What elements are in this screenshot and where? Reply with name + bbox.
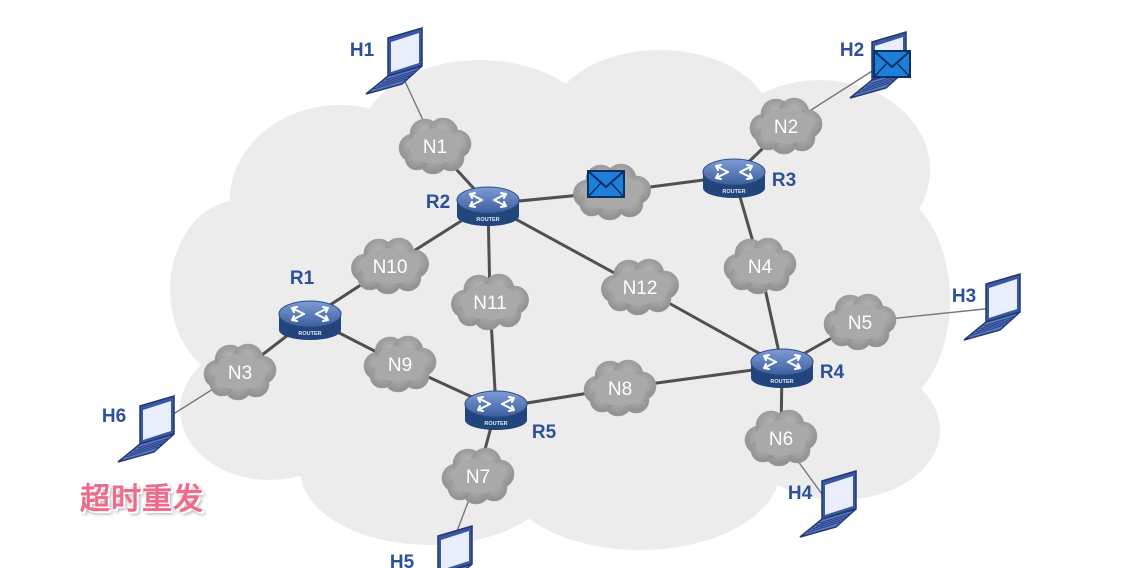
subnet-n9: N9 [363, 335, 437, 393]
subnet-label-n5: N5 [848, 313, 872, 334]
router-arrows-icon [715, 164, 753, 180]
subnet-label-n11: N11 [473, 293, 506, 314]
host-label-h3: H3 [952, 286, 976, 307]
subnet-n2: N2 [749, 97, 823, 155]
router-r5: ROUTER R5 [464, 390, 557, 443]
subnet-n10: N10 [351, 237, 429, 295]
laptop-icon [365, 26, 423, 95]
router-badge: ROUTER [298, 331, 321, 337]
subnet-label-n7: N7 [466, 467, 490, 488]
router-label-r3: R3 [772, 170, 796, 191]
envelopes-layer [587, 50, 911, 198]
subnet-label-n10: N10 [373, 257, 408, 278]
router-badge: ROUTER [722, 189, 745, 195]
subnet-label-n8: N8 [608, 379, 632, 400]
envelope-icon [587, 170, 625, 198]
router-r4: ROUTER R4 [750, 348, 845, 388]
host-h4: H4 [788, 469, 857, 538]
laptop-icon [799, 469, 857, 538]
router-label-r5: R5 [532, 422, 557, 443]
router-r2: ROUTER R2 [426, 186, 520, 226]
subnet-n7: N7 [441, 447, 515, 505]
router-label-r2: R2 [426, 192, 450, 213]
router-badge: ROUTER [476, 217, 499, 223]
router-arrows-icon [291, 306, 329, 322]
subnet-n3: N3 [203, 343, 277, 401]
host-h1: H1 [350, 26, 423, 95]
router-label-r4: R4 [820, 362, 845, 383]
subnet-label-n12: N12 [623, 278, 658, 299]
envelope-icon [873, 50, 911, 78]
host-label-h2: H2 [840, 40, 864, 61]
host-label-h4: H4 [788, 483, 813, 504]
subnet-n4: N4 [723, 237, 797, 295]
host-h6: H6 [102, 394, 175, 463]
router-r1: ROUTER R1 [278, 268, 342, 340]
subnet-n12: N12 [601, 258, 679, 316]
host-h3: H3 [952, 272, 1021, 341]
subnet-n5: N5 [823, 293, 897, 351]
subnet-n11: N11 [451, 273, 529, 331]
router-r3: ROUTER R3 [702, 158, 796, 198]
laptop-icon [963, 272, 1021, 341]
timeout-retransmit-caption: 超时重发 [80, 482, 204, 517]
subnet-label-n1: N1 [423, 137, 447, 158]
router-arrows-icon [477, 396, 515, 412]
router-arrows-icon [469, 192, 507, 208]
host-label-h5: H5 [390, 552, 415, 568]
router-label-r1: R1 [290, 268, 315, 289]
host-label-h6: H6 [102, 406, 126, 427]
subnet-label-n3: N3 [228, 363, 252, 384]
host-label-h1: H1 [350, 40, 375, 61]
subnet-label-n6: N6 [769, 429, 793, 450]
subnet-n8: N8 [583, 359, 657, 417]
subnet-label-n2: N2 [774, 117, 798, 138]
router-arrows-icon [763, 354, 801, 370]
subnet-label-n9: N9 [388, 355, 412, 376]
laptop-icon [437, 524, 473, 568]
host-h5: H5 [390, 524, 473, 568]
background-cloud [170, 50, 950, 550]
subnet-label-n4: N4 [748, 257, 773, 278]
router-badge: ROUTER [770, 379, 793, 385]
router-badge: ROUTER [484, 421, 507, 427]
subnet-n6: N6 [744, 409, 818, 467]
laptop-icon [117, 394, 175, 463]
subnet-n1: N1 [398, 117, 472, 175]
